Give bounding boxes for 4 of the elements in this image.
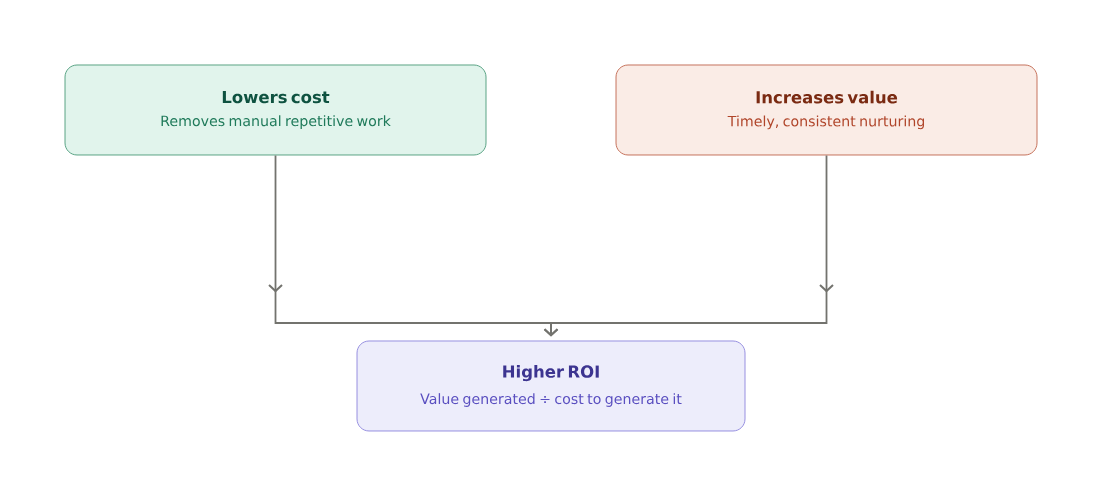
arrow — [543, 154, 834, 337]
process-box: Lowers cost Removes manual repetitive work — [64, 64, 487, 156]
process-box: Higher ROI Value generated ÷ cost to generate it — [356, 340, 746, 432]
process-box: Increases value Timely, consistent nurturing — [615, 64, 1038, 156]
